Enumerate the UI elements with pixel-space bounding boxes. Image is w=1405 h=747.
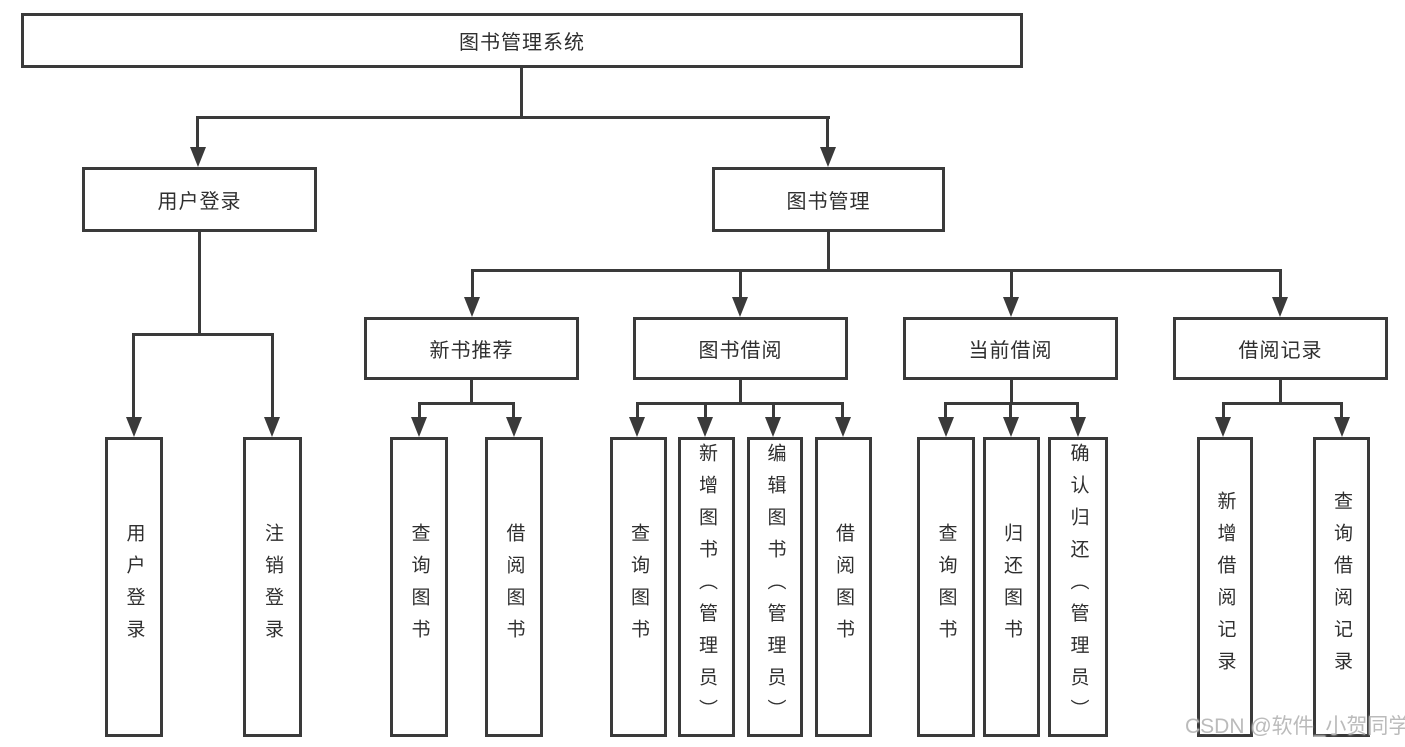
node-nb-borrow-label: 借阅图书 bbox=[503, 523, 525, 651]
node-current-borrow-label: 当前借阅 bbox=[968, 340, 1053, 362]
connector-user-login-bus bbox=[133, 333, 273, 336]
node-nb-query: 查询图书 bbox=[390, 437, 448, 737]
connector-stem-current-borrow bbox=[1010, 269, 1013, 300]
node-book-mgmt-label: 图书管理 bbox=[786, 191, 871, 213]
connector-stem-logout bbox=[271, 333, 274, 419]
connector-user-login-stem bbox=[198, 232, 201, 335]
node-book-borrow-label: 图书借阅 bbox=[698, 340, 783, 362]
node-logout-label: 注销登录 bbox=[262, 523, 283, 651]
node-new-book: 新书推荐 bbox=[364, 317, 579, 380]
node-cb-query: 查询图书 bbox=[917, 437, 975, 737]
node-br-add-label: 新增借阅记录 bbox=[1214, 491, 1236, 683]
arrowhead-bb-query-icon bbox=[629, 417, 645, 437]
node-login-label: 用户登录 bbox=[123, 523, 145, 651]
node-user-login: 用户登录 bbox=[82, 167, 317, 232]
arrowhead-bb-add-icon bbox=[697, 417, 713, 437]
csdn-watermark: CSDN @软件_小贺同学 bbox=[1185, 715, 1405, 738]
node-book-borrow: 图书借阅 bbox=[633, 317, 848, 380]
connector-stem-book-mgmt bbox=[826, 116, 829, 150]
arrowhead-nb-query-icon bbox=[411, 417, 427, 437]
arrowhead-cb-query-icon bbox=[938, 417, 954, 437]
node-book-mgmt: 图书管理 bbox=[712, 167, 945, 232]
node-br-add: 新增借阅记录 bbox=[1197, 437, 1253, 737]
arrowhead-borrow-record-icon bbox=[1272, 297, 1288, 317]
node-current-borrow: 当前借阅 bbox=[903, 317, 1118, 380]
connector-stem-cb-query bbox=[944, 402, 947, 419]
arrowhead-book-borrow-icon bbox=[732, 297, 748, 317]
connector-stem-login bbox=[132, 333, 135, 419]
connector-stem-book-borrow bbox=[739, 269, 742, 300]
connector-book-borrow-stem bbox=[739, 380, 742, 404]
node-bb-edit: 编辑图书（管理员） bbox=[747, 437, 803, 737]
connector-stem-borrow-record bbox=[1279, 269, 1282, 300]
node-bb-query: 查询图书 bbox=[610, 437, 667, 737]
connector-stem-new-book bbox=[471, 269, 474, 300]
connector-current-borrow-bus bbox=[945, 402, 1079, 405]
connector-book-mgmt-bus bbox=[471, 269, 1281, 272]
connector-book-mgmt-stem bbox=[827, 232, 830, 271]
node-bb-borrow-label: 借阅图书 bbox=[833, 523, 854, 651]
node-br-query: 查询借阅记录 bbox=[1313, 437, 1370, 737]
connector-stem-br-add bbox=[1222, 402, 1225, 419]
node-cb-confirm: 确认归还（管理员） bbox=[1048, 437, 1108, 737]
connector-borrow-record-bus bbox=[1222, 402, 1342, 405]
connector-stem-bb-edit bbox=[772, 402, 775, 419]
arrowhead-user-login-icon bbox=[190, 147, 206, 167]
connector-stem-br-query bbox=[1340, 402, 1343, 419]
node-bb-edit-label: 编辑图书（管理员） bbox=[764, 443, 786, 731]
arrowhead-login-icon bbox=[126, 417, 142, 437]
node-cb-return-label: 归还图书 bbox=[1001, 523, 1022, 651]
node-bb-add-label: 新增图书（管理员） bbox=[696, 443, 717, 731]
arrowhead-current-borrow-icon bbox=[1003, 297, 1019, 317]
node-borrow-record: 借阅记录 bbox=[1173, 317, 1388, 380]
arrowhead-cb-return-icon bbox=[1003, 417, 1019, 437]
node-borrow-record-label: 借阅记录 bbox=[1238, 340, 1323, 362]
connector-stem-bb-query bbox=[636, 402, 639, 419]
arrowhead-bb-edit-icon bbox=[765, 417, 781, 437]
node-new-book-label: 新书推荐 bbox=[429, 340, 514, 362]
node-nb-query-label: 查询图书 bbox=[408, 523, 430, 651]
node-logout: 注销登录 bbox=[243, 437, 302, 737]
node-root-label: 图书管理系统 bbox=[459, 32, 585, 54]
node-bb-query-label: 查询图书 bbox=[628, 523, 649, 651]
arrowhead-cb-confirm-icon bbox=[1070, 417, 1086, 437]
node-login: 用户登录 bbox=[105, 437, 163, 737]
node-cb-return: 归还图书 bbox=[983, 437, 1040, 737]
node-br-query-label: 查询借阅记录 bbox=[1331, 491, 1352, 683]
connector-borrow-record-stem bbox=[1279, 380, 1282, 404]
connector-book-borrow-bus bbox=[637, 402, 843, 405]
arrowhead-logout-icon bbox=[264, 417, 280, 437]
connector-current-borrow-stem bbox=[1010, 380, 1013, 404]
node-user-login-label: 用户登录 bbox=[157, 191, 242, 213]
arrowhead-new-book-icon bbox=[464, 297, 480, 317]
connector-stem-bb-borrow bbox=[841, 402, 844, 419]
arrowhead-book-mgmt-icon bbox=[820, 147, 836, 167]
connector-root-stem bbox=[520, 68, 523, 116]
arrowhead-br-query-icon bbox=[1334, 417, 1350, 437]
node-cb-confirm-label: 确认归还（管理员） bbox=[1067, 443, 1089, 731]
node-nb-borrow: 借阅图书 bbox=[485, 437, 543, 737]
connector-stem-nb-query bbox=[418, 402, 421, 419]
connector-stem-cb-return bbox=[1009, 402, 1012, 419]
node-bb-add: 新增图书（管理员） bbox=[678, 437, 735, 737]
arrowhead-nb-borrow-icon bbox=[506, 417, 522, 437]
connector-root-bus bbox=[197, 116, 830, 119]
node-cb-query-label: 查询图书 bbox=[935, 523, 957, 651]
arrowhead-br-add-icon bbox=[1215, 417, 1231, 437]
connector-new-book-stem bbox=[470, 380, 473, 404]
arrowhead-bb-borrow-icon bbox=[835, 417, 851, 437]
connector-new-book-bus bbox=[418, 402, 515, 405]
connector-stem-nb-borrow bbox=[512, 402, 515, 419]
node-bb-borrow: 借阅图书 bbox=[815, 437, 872, 737]
node-root: 图书管理系统 bbox=[21, 13, 1023, 68]
connector-stem-cb-confirm bbox=[1076, 402, 1079, 419]
connector-stem-bb-add bbox=[704, 402, 707, 419]
connector-stem-user-login bbox=[196, 116, 199, 150]
